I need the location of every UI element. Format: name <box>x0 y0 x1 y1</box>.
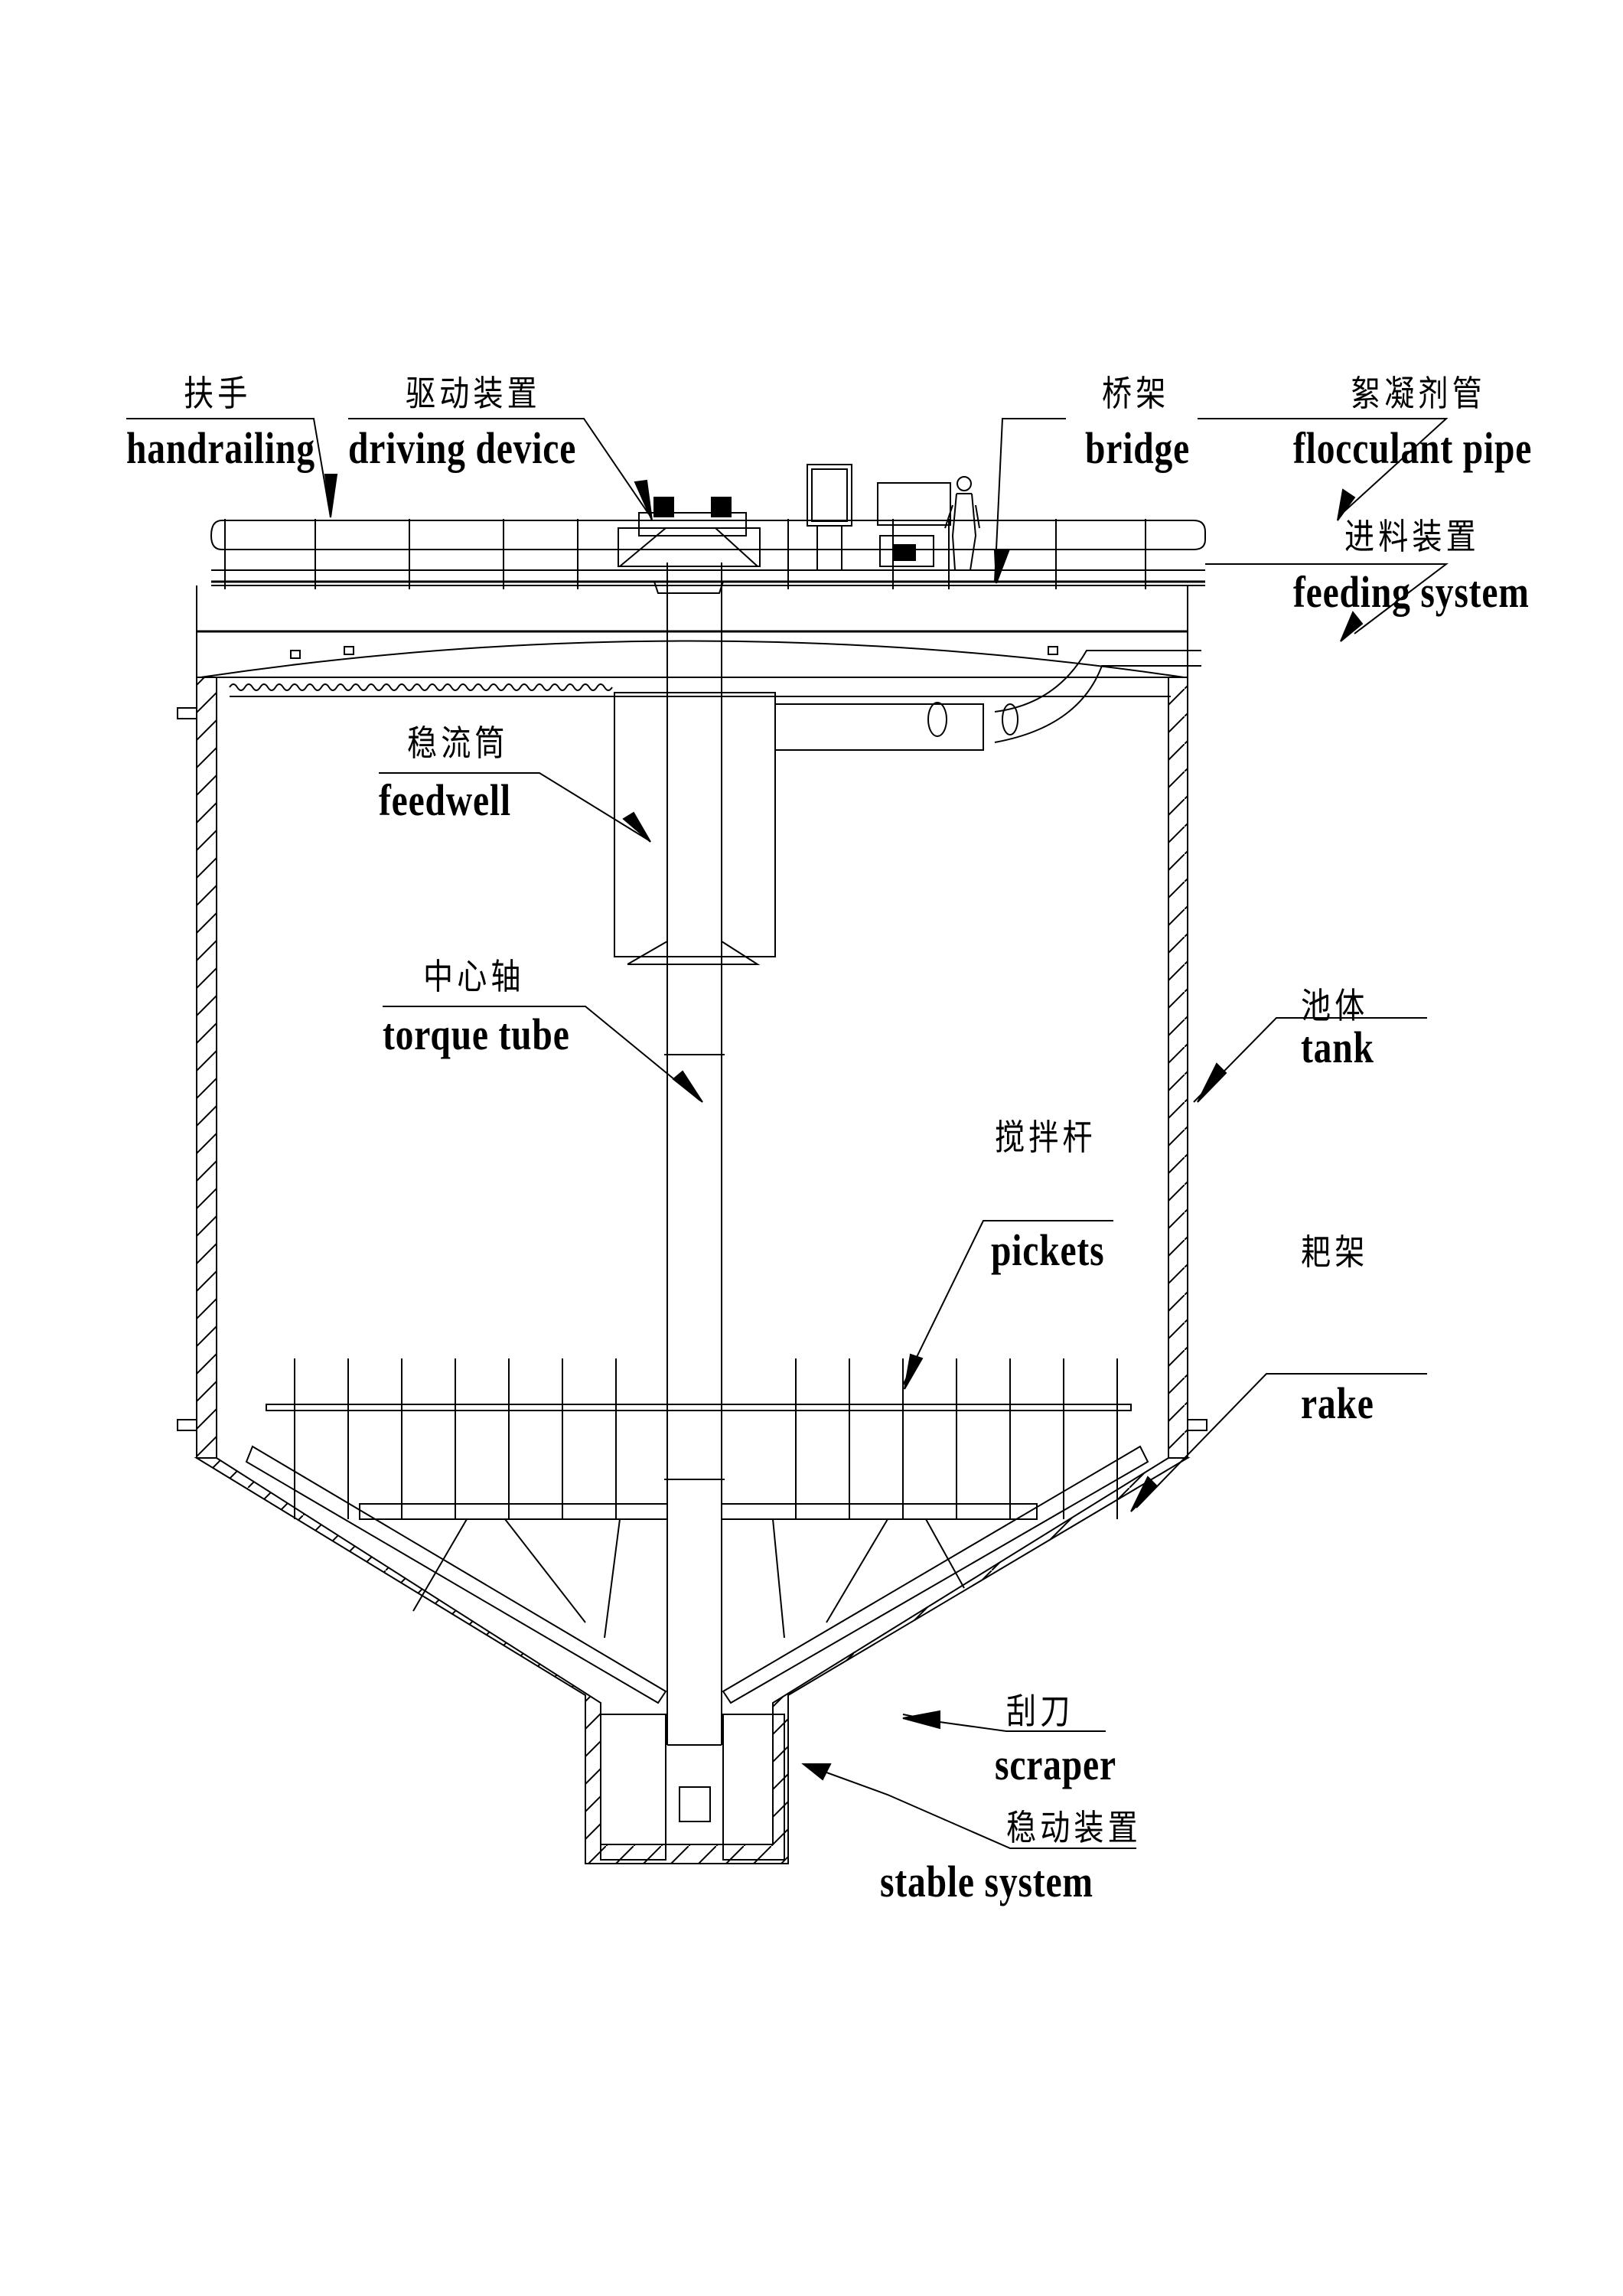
control-cabinet <box>807 464 951 570</box>
label-tank-zh: 池体 <box>1301 985 1369 1026</box>
tank <box>177 677 1207 1864</box>
rake <box>245 1445 1149 1704</box>
label-handrailing-en: handrailing <box>126 423 315 473</box>
label-driving-device-zh: 驱动装置 <box>406 373 541 414</box>
pickets <box>266 1358 1132 1520</box>
label-scraper-en: scraper <box>995 1740 1116 1789</box>
leader-lines <box>126 418 1449 1849</box>
label-torque-tube-en: torque tube <box>383 1009 570 1059</box>
label-flocculant-pipe-en: flocculant pipe <box>1293 423 1533 473</box>
label-stable-system-zh: 稳动装置 <box>1006 1807 1142 1848</box>
label-feeding-system-zh: 进料装置 <box>1344 516 1480 557</box>
feed-launder <box>774 650 1201 751</box>
label-torque-tube-zh: 中心轴 <box>423 956 525 997</box>
label-pickets-zh: 搅拌杆 <box>995 1117 1097 1158</box>
driving-device <box>618 497 761 594</box>
scraper <box>600 1714 785 1861</box>
label-feedwell-en: feedwell <box>379 775 511 825</box>
label-scraper-zh: 刮刀 <box>1006 1691 1074 1732</box>
bridge <box>196 585 1188 678</box>
label-pickets-en: pickets <box>991 1225 1105 1275</box>
label-feeding-system-en: feeding system <box>1293 567 1530 617</box>
feedwell <box>614 692 776 965</box>
label-bridge-en: bridge <box>1085 423 1191 473</box>
label-rake-en: rake <box>1301 1378 1374 1428</box>
label-driving-device-en: driving device <box>348 423 577 473</box>
handrail <box>210 519 1206 589</box>
label-stable-system-en: stable system <box>880 1857 1093 1906</box>
operator-figure <box>944 476 980 571</box>
label-tank-en: tank <box>1301 1022 1374 1072</box>
label-flocculant-pipe-zh: 絮凝剂管 <box>1351 373 1486 414</box>
torque-tube <box>664 563 725 1746</box>
label-handrailing-zh: 扶手 <box>184 373 252 414</box>
label-bridge-zh: 桥架 <box>1102 373 1170 414</box>
label-rake-zh: 耙架 <box>1301 1231 1369 1273</box>
label-feedwell-zh: 稳流筒 <box>407 722 509 764</box>
